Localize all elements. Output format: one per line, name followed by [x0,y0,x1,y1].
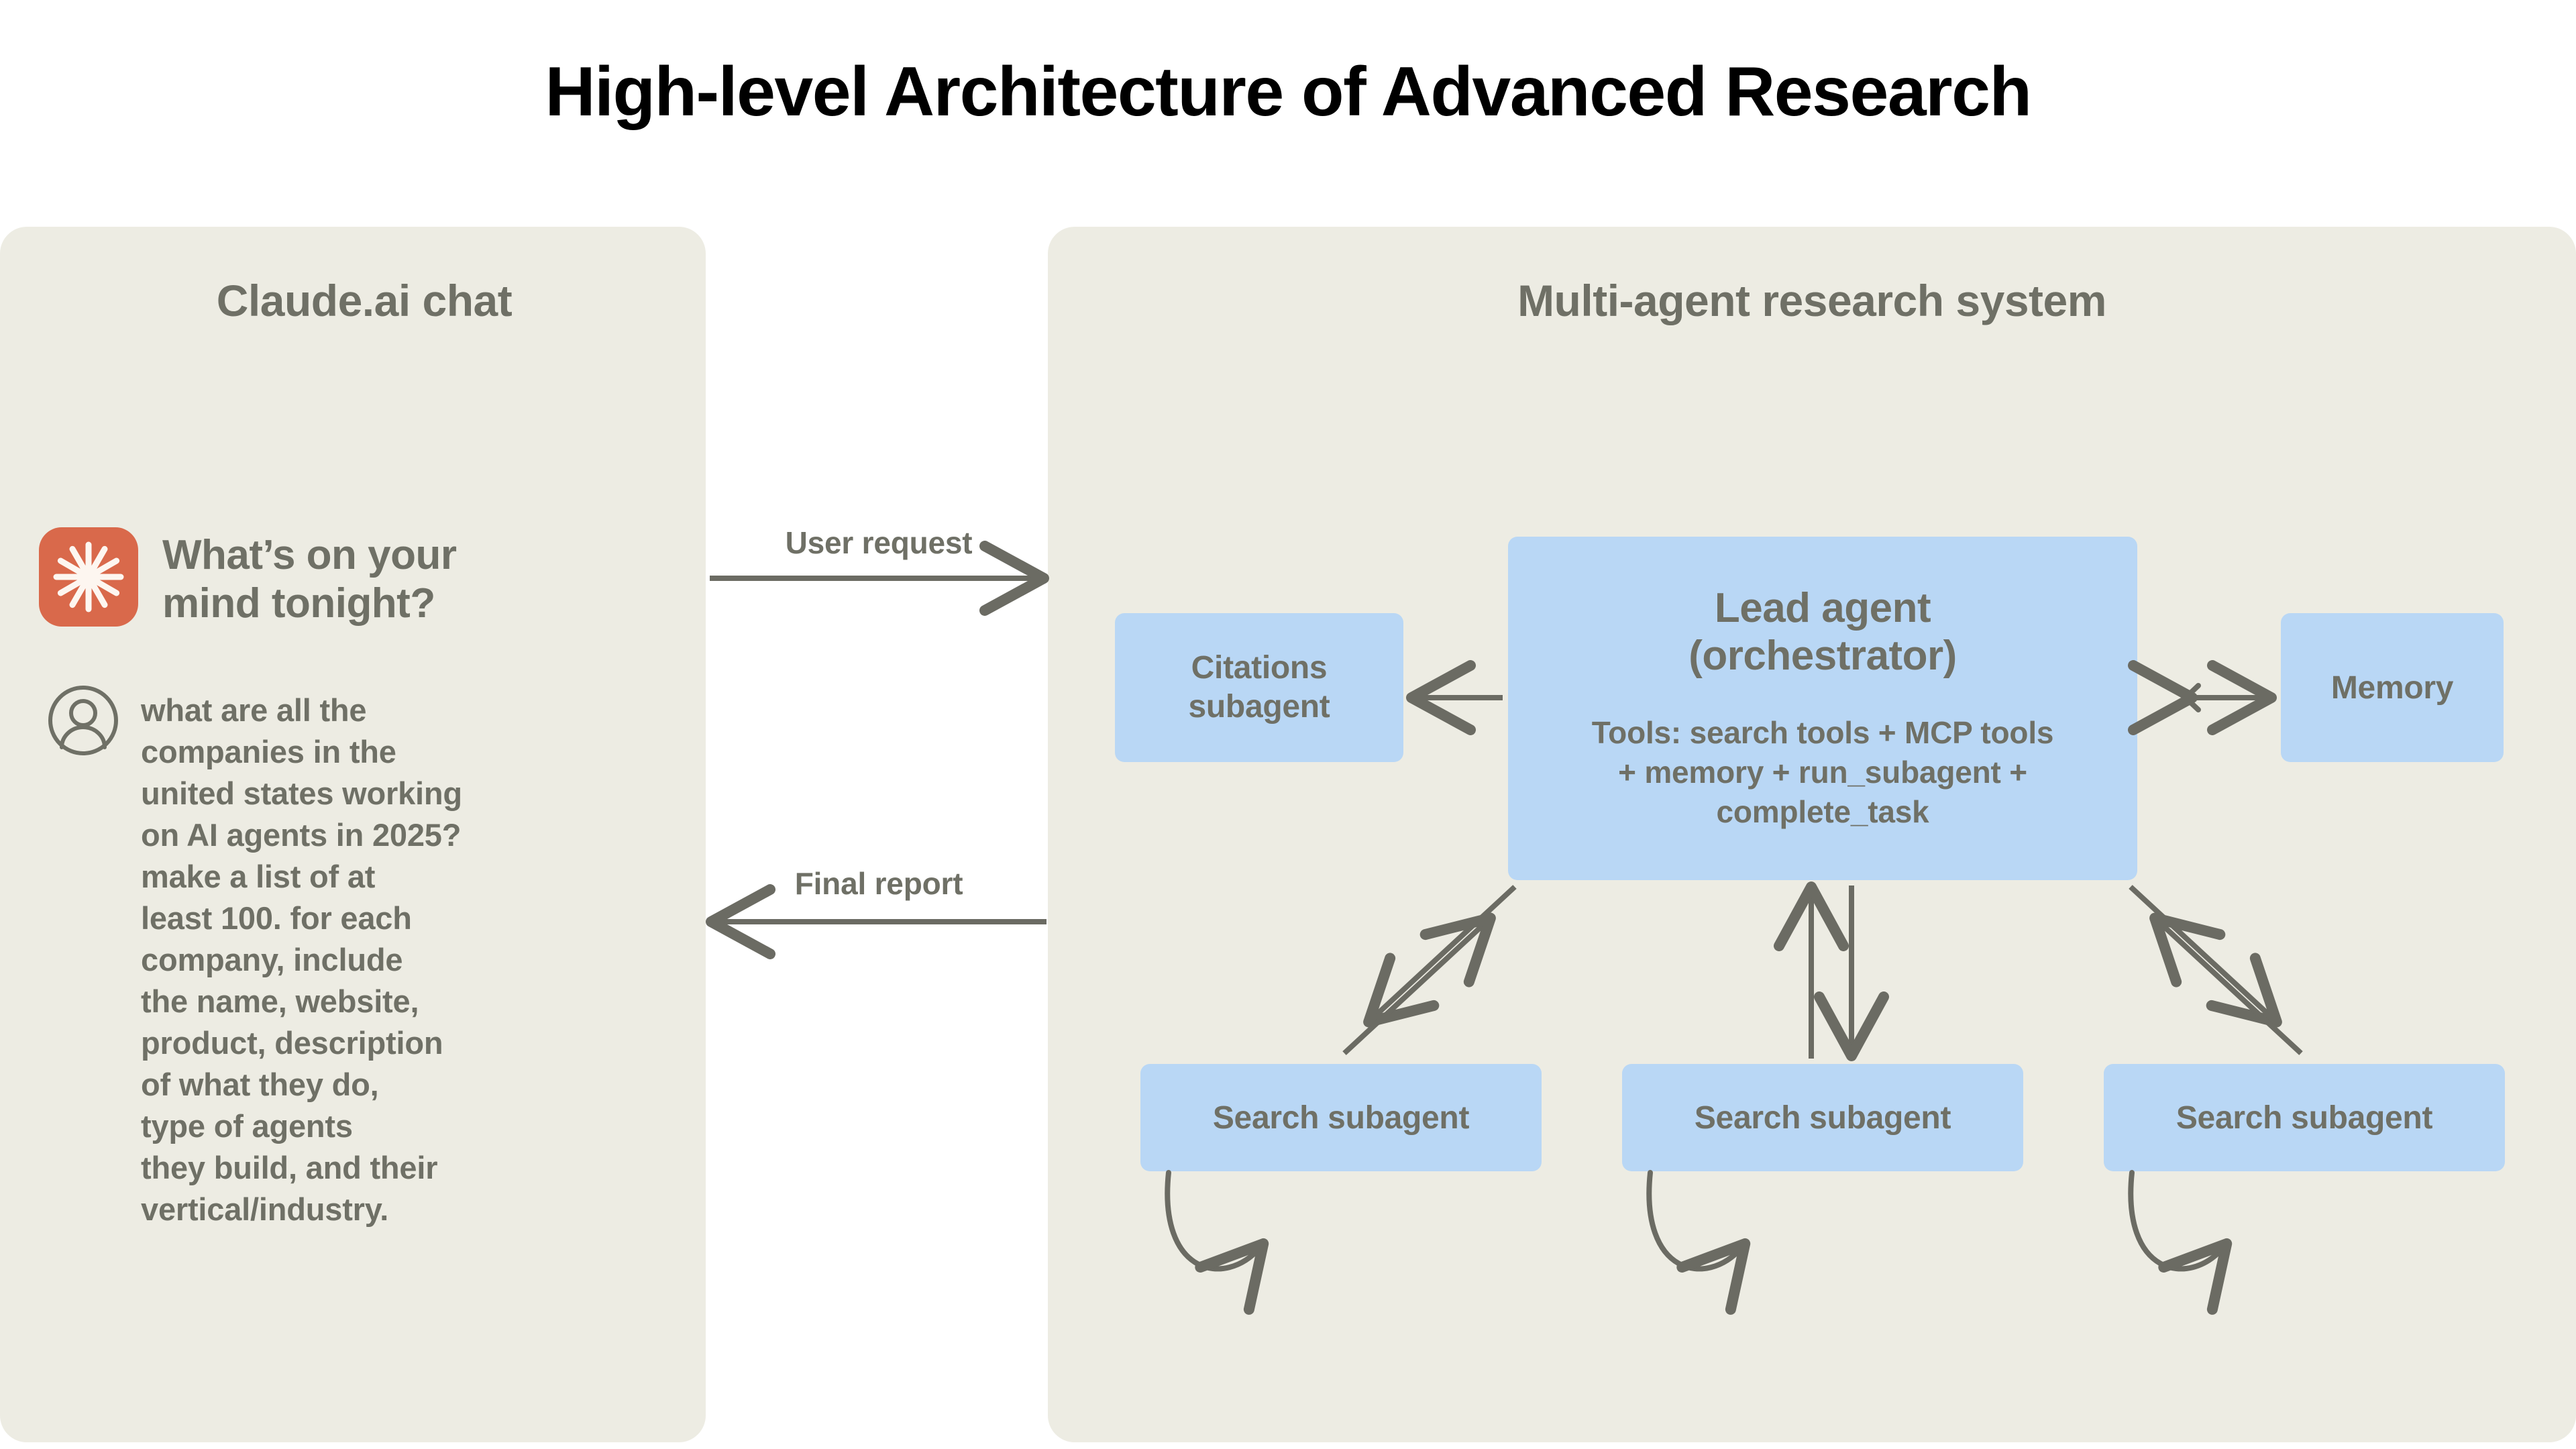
lead-agent-title: Lead agent (orchestrator) [1688,585,1957,679]
node-search-subagent-3[interactable]: Search subagent [2104,1064,2505,1171]
flow-label-user-request: User request [785,525,973,560]
node-citations-subagent[interactable]: Citations subagent [1115,613,1403,762]
claude-greeting-row: What’s on your mind tonight? [39,527,457,628]
node-search-subagent-1[interactable]: Search subagent [1140,1064,1542,1171]
node-memory[interactable]: Memory [2281,613,2504,762]
page-title: High-level Architecture of Advanced Rese… [545,53,2033,131]
chat-panel-title: Claude.ai chat [216,276,513,325]
lead-agent-tools: Tools: search tools + MCP tools + memory… [1591,715,2054,830]
node-lead-agent[interactable]: Lead agent (orchestrator) Tools: search … [1508,537,2137,880]
user-message-row: what are all the companies in the united… [46,683,543,1230]
user-message-text: what are all the companies in the united… [141,692,462,1228]
chat-panel: Claude.ai chat [0,227,706,1442]
flow-label-final-report: Final report [794,866,963,901]
node-search-subagent-2[interactable]: Search subagent [1622,1064,2023,1171]
claude-sunburst-icon [39,527,138,627]
user-avatar-icon [46,683,121,758]
claude-greeting-text: What’s on your mind tonight? [162,532,457,627]
system-panel-title: Multi-agent research system [1517,276,2106,325]
